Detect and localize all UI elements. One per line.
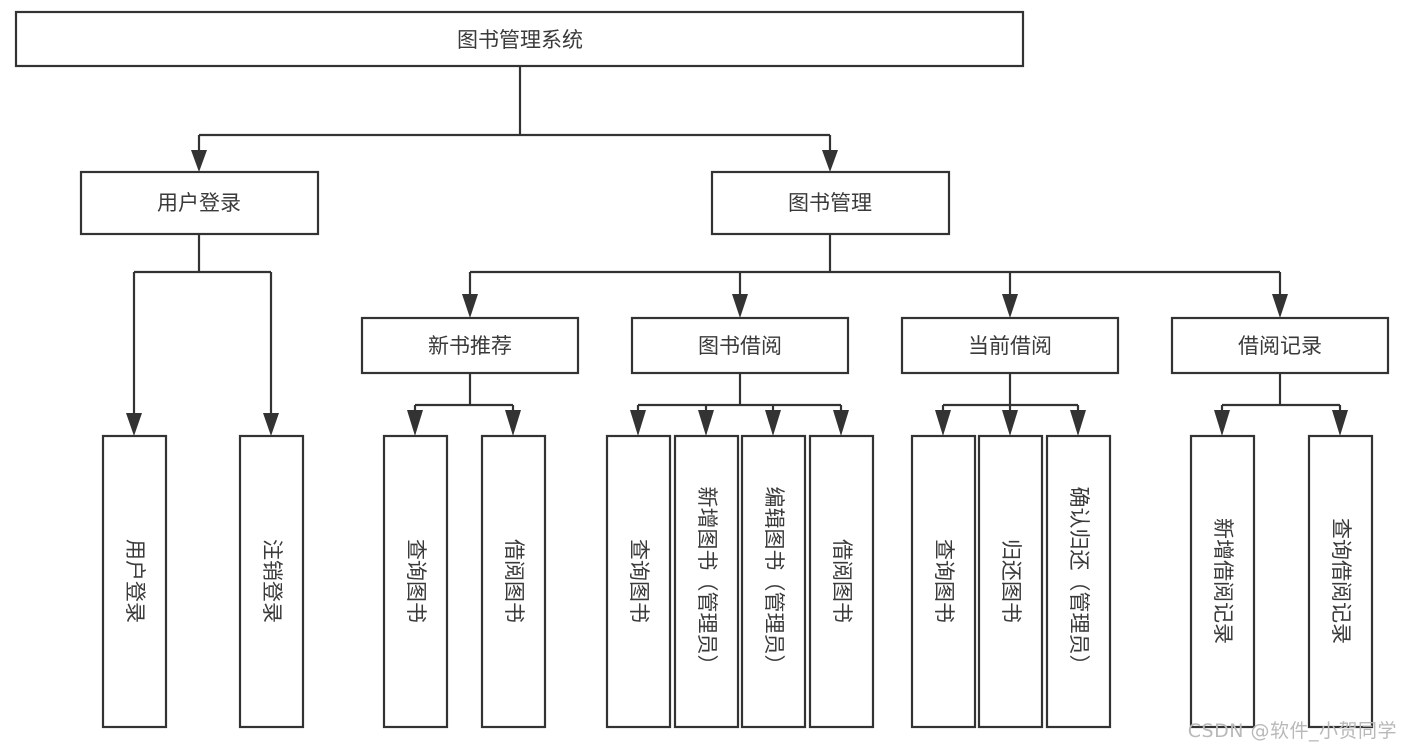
- node-leaf-borrow-book-2[interactable]: 借阅图书: [808, 434, 875, 729]
- node-leaf-query-book-2[interactable]: 查询图书: [605, 434, 672, 729]
- node-leaf-query-book-2-box[interactable]: [605, 434, 672, 729]
- arrowhead-leaf-borrow-book-2: [833, 410, 849, 436]
- arrowhead-book-borrow: [732, 294, 748, 318]
- node-leaf-query-book-1-label: 查询图书: [404, 539, 428, 623]
- node-leaf-user-logout[interactable]: 注销登录: [238, 434, 305, 729]
- node-leaf-borrow-book-1-label: 借阅图书: [502, 539, 526, 623]
- node-book-manage-label: 图书管理: [788, 191, 872, 215]
- node-book-manage-box[interactable]: [710, 170, 951, 236]
- arrowhead-leaf-query-record: [1332, 410, 1348, 436]
- node-book-borrow-label: 图书借阅: [698, 334, 782, 358]
- node-user-login-box[interactable]: [79, 170, 320, 236]
- node-leaf-edit-book-box[interactable]: [740, 434, 807, 729]
- connector-layer: [126, 66, 1348, 436]
- node-leaf-user-logout-box[interactable]: [238, 434, 305, 729]
- arrowhead-leaf-user-logout: [263, 413, 279, 436]
- node-leaf-add-book-label: 新增图书（管理员）: [695, 487, 719, 676]
- arrowhead-leaf-user-login: [126, 413, 142, 436]
- node-root-label: 图书管理系统: [457, 28, 583, 52]
- node-leaf-borrow-book-1-box[interactable]: [480, 434, 547, 729]
- node-book-borrow[interactable]: 图书借阅: [630, 316, 850, 375]
- node-leaf-add-book-box[interactable]: [673, 434, 740, 729]
- arrowhead-current-borrow: [1002, 294, 1018, 318]
- arrowhead-leaf-return-book: [1002, 410, 1018, 436]
- node-leaf-add-record[interactable]: 新增借阅记录: [1189, 434, 1256, 729]
- node-root-box[interactable]: [14, 10, 1025, 68]
- node-leaf-query-record-box[interactable]: [1307, 434, 1374, 729]
- node-leaf-edit-book-label: 编辑图书（管理员）: [762, 487, 786, 676]
- node-user-login-label: 用户登录: [157, 191, 241, 215]
- node-leaf-add-book[interactable]: 新增图书（管理员）: [673, 434, 740, 729]
- node-leaf-confirm-return-box[interactable]: [1045, 434, 1112, 729]
- node-leaf-query-book-2-label: 查询图书: [627, 539, 651, 623]
- node-book-borrow-box[interactable]: [630, 316, 850, 375]
- node-current-borrow-box[interactable]: [900, 316, 1120, 375]
- arrowhead-new-book-recommend: [462, 294, 478, 318]
- node-leaf-query-book-3[interactable]: 查询图书: [910, 434, 977, 729]
- node-borrow-record[interactable]: 借阅记录: [1170, 316, 1390, 375]
- arrowhead-leaf-add-book: [698, 410, 714, 436]
- arrowhead-leaf-add-record: [1214, 410, 1230, 436]
- arrowhead-book-manage: [822, 150, 838, 172]
- node-new-book-recommend-box[interactable]: [360, 316, 580, 375]
- node-leaf-query-book-1[interactable]: 查询图书: [382, 434, 449, 729]
- arrowhead-leaf-borrow-book-1: [505, 410, 521, 436]
- node-current-borrow[interactable]: 当前借阅: [900, 316, 1120, 375]
- node-borrow-record-label: 借阅记录: [1238, 334, 1322, 358]
- node-leaf-user-logout-label: 注销登录: [260, 539, 284, 623]
- node-root[interactable]: 图书管理系统: [14, 10, 1025, 68]
- arrowhead-leaf-query-book-2: [630, 410, 646, 436]
- node-leaf-query-record-label: 查询借阅记录: [1329, 518, 1353, 644]
- node-leaf-user-login-box[interactable]: [101, 434, 168, 729]
- node-leaf-add-record-label: 新增借阅记录: [1211, 518, 1235, 644]
- node-leaf-user-login[interactable]: 用户登录: [101, 434, 168, 729]
- node-leaf-borrow-book-2-label: 借阅图书: [830, 539, 854, 623]
- node-leaf-query-record[interactable]: 查询借阅记录: [1307, 434, 1374, 729]
- node-leaf-return-book-label: 归还图书: [999, 539, 1023, 623]
- node-leaf-return-book[interactable]: 归还图书: [977, 434, 1044, 729]
- arrowhead-borrow-record: [1272, 294, 1288, 318]
- arrowhead-leaf-edit-book: [765, 410, 781, 436]
- arrowhead-user-login: [191, 150, 207, 172]
- node-leaf-query-book-1-box[interactable]: [382, 434, 449, 729]
- node-book-manage[interactable]: 图书管理: [710, 170, 951, 236]
- node-new-book-recommend[interactable]: 新书推荐: [360, 316, 580, 375]
- arrowhead-leaf-query-book-1: [407, 410, 423, 436]
- node-leaf-borrow-book-2-box[interactable]: [808, 434, 875, 729]
- node-borrow-record-box[interactable]: [1170, 316, 1390, 375]
- node-leaf-add-record-box[interactable]: [1189, 434, 1256, 729]
- node-new-book-recommend-label: 新书推荐: [428, 334, 512, 358]
- node-leaf-user-login-label: 用户登录: [123, 539, 147, 623]
- node-current-borrow-label: 当前借阅: [968, 334, 1052, 358]
- node-leaf-edit-book[interactable]: 编辑图书（管理员）: [740, 434, 807, 729]
- node-user-login[interactable]: 用户登录: [79, 170, 320, 236]
- arrowhead-leaf-confirm-return: [1070, 410, 1086, 436]
- node-leaf-query-book-3-box[interactable]: [910, 434, 977, 729]
- node-leaf-confirm-return[interactable]: 确认归还（管理员）: [1045, 434, 1112, 729]
- node-leaf-return-book-box[interactable]: [977, 434, 1044, 729]
- node-leaf-borrow-book-1[interactable]: 借阅图书: [480, 434, 547, 729]
- arrowhead-leaf-query-book-3: [935, 410, 951, 436]
- node-leaf-confirm-return-label: 确认归还（管理员）: [1067, 487, 1091, 676]
- node-leaf-query-book-3-label: 查询图书: [932, 539, 956, 623]
